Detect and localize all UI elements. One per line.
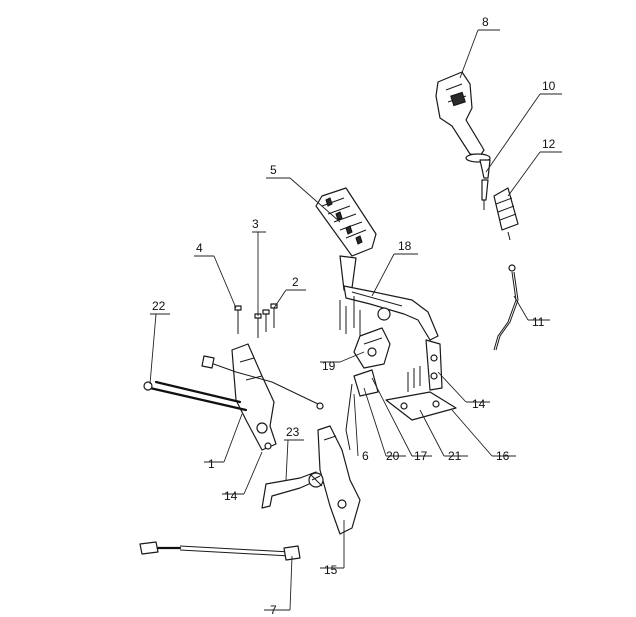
callout-7: 7 [270, 603, 277, 617]
callout-11: 11 [532, 315, 545, 329]
callout-2: 2 [292, 275, 299, 289]
part-shift-lever [479, 159, 491, 210]
callout-10: 10 [542, 79, 556, 93]
callout-21: 22 [152, 299, 166, 313]
callout-15: 14 [472, 397, 486, 411]
part-link-bracket [345, 369, 379, 451]
callout-12: 12 [542, 137, 556, 151]
callout-23: 23 [286, 425, 300, 439]
callout-19: 19 [322, 359, 336, 373]
callout-8: 8 [482, 15, 489, 29]
callout-6: 6 [362, 449, 369, 463]
part-control-cable-upper [201, 355, 324, 410]
part-mount-bracket [425, 339, 443, 391]
callout-16: 18 [398, 239, 412, 253]
callout-3: 3 [252, 217, 259, 231]
part-bolts-bracket [234, 303, 278, 338]
part-pivot-bracket [353, 327, 391, 369]
callout-14-upper: 14 [224, 489, 238, 503]
part-main-bracket [231, 343, 277, 451]
callout-14-lower: 15 [324, 563, 338, 577]
part-lower-lever [261, 425, 361, 535]
callout-20: 20 [386, 449, 400, 463]
callout-labels: 8 10 12 5 18 3 4 2 22 11 19 14 1 14 23 6… [152, 15, 556, 617]
part-throttle-cable [143, 380, 248, 412]
callout-1: 1 [208, 457, 215, 471]
part-rubber-boot [493, 187, 519, 241]
callout-17: 16 [496, 449, 510, 463]
part-base-plate [385, 391, 457, 421]
part-foot-pedal [315, 187, 377, 291]
part-bolts-pedal [339, 296, 421, 392]
callout-18: 17 [414, 449, 428, 463]
callout-22: 21 [448, 449, 462, 463]
callout-4: 4 [196, 241, 203, 255]
part-shift-rod [493, 264, 519, 351]
part-pedal-arm [343, 285, 439, 341]
callout-5: 5 [270, 163, 277, 177]
leader-lines [149, 29, 562, 611]
part-shift-knob [435, 71, 491, 163]
part-clutch-cable [139, 541, 301, 561]
